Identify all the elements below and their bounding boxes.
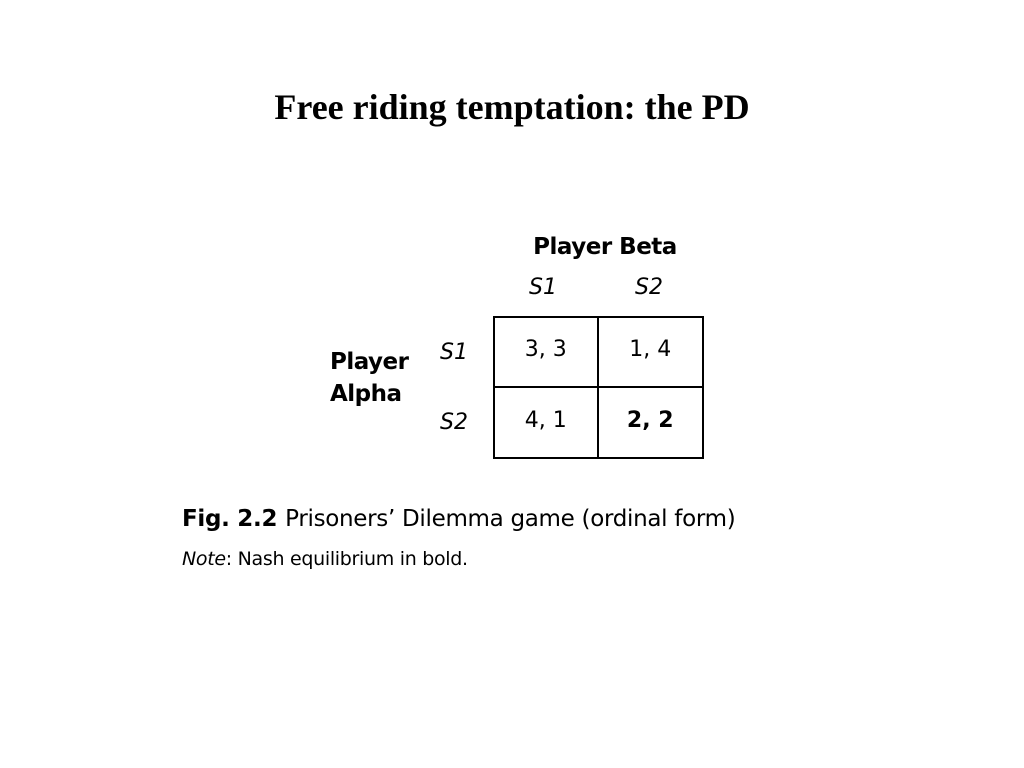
row-player-label: Player Alpha	[330, 346, 430, 410]
row-strategy-s2: S2	[440, 410, 468, 435]
slide-title: Free riding temptation: the PD	[274, 87, 750, 127]
payoff-cell-s2-s2: 2, 2	[626, 407, 674, 433]
figure-note: Note: Nash equilibrium in bold.	[182, 545, 468, 573]
payoff-cell-s1-s1: 3, 3	[495, 318, 599, 388]
figure-caption: Fig. 2.2 Prisoners’ Dilemma game (ordinal…	[182, 503, 736, 535]
payoff-matrix: 3, 3 1, 4 4, 1 2, 2	[493, 316, 704, 459]
column-strategy-s2: S2	[635, 275, 663, 300]
row-strategy-s1: S1	[440, 340, 468, 365]
note-text: : Nash equilibrium in bold.	[225, 548, 468, 570]
payoff-cell-s2-s1: 4, 1	[495, 387, 599, 457]
row-player-label-line-2: Alpha	[330, 381, 402, 407]
note-label: Note	[182, 548, 226, 570]
column-strategy-s1: S1	[529, 275, 557, 300]
payoff-cell-s1-s2: 1, 4	[598, 318, 702, 388]
figure-caption-text: Prisoners’ Dilemma game (ordinal form)	[285, 506, 736, 532]
figure-number: Fig. 2.2	[182, 506, 278, 532]
column-player-label: Player Beta	[533, 234, 677, 260]
row-player-label-line-1: Player	[330, 349, 409, 375]
